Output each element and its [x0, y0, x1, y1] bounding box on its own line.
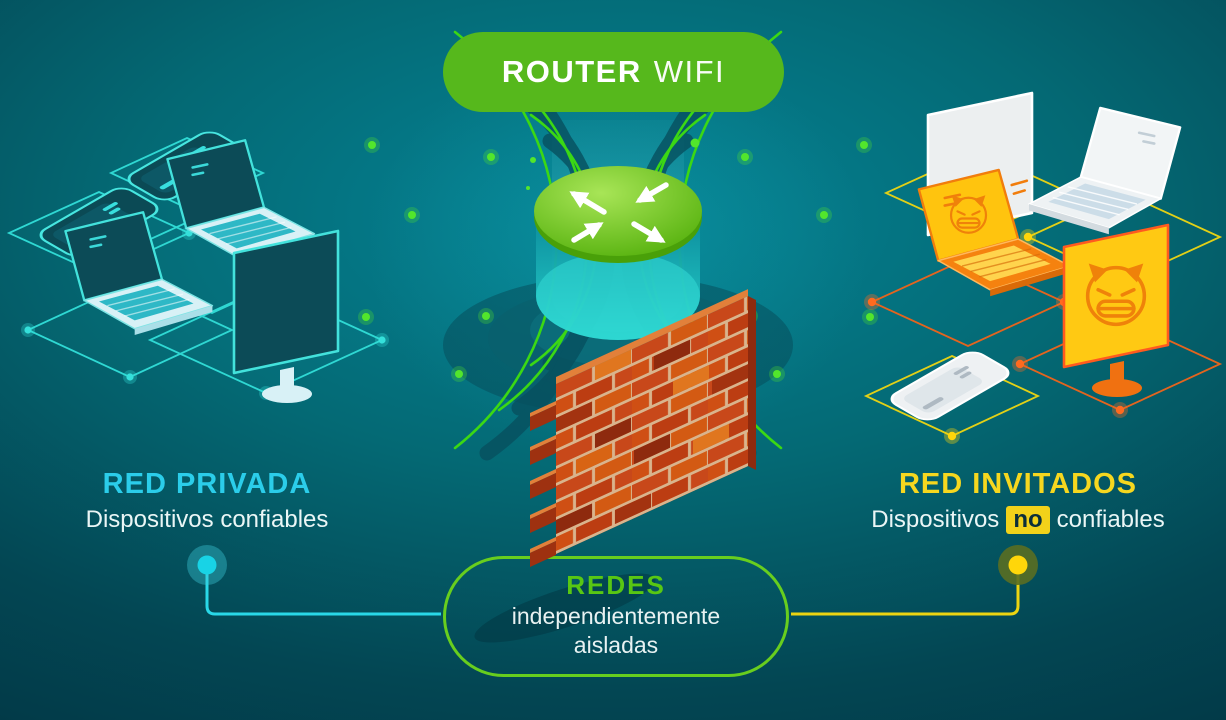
guest-device-grid: [863, 93, 1223, 444]
laptop-icon: [1028, 107, 1181, 235]
brick-ends: [530, 401, 556, 567]
connector-line-private: [205, 574, 441, 616]
smartphone-icon: [885, 349, 1015, 423]
isolation-capsule-outline: [443, 556, 789, 677]
wifi-wave-node-dots: [358, 137, 878, 382]
router-arrows-icon: [569, 182, 669, 243]
private-node-dot: [187, 545, 227, 585]
devil-laptop-icon: [918, 169, 1071, 297]
private-device-grid: [6, 129, 389, 403]
capsule-connectors: [205, 574, 1020, 616]
devil-monitor-icon: [1064, 225, 1168, 397]
router-icon: [534, 166, 702, 340]
connector-line-guest: [791, 574, 1020, 616]
brick-accents: [556, 339, 748, 534]
firewall-brick-wall-icon: [474, 289, 756, 643]
guest-node-dot: [998, 545, 1038, 585]
